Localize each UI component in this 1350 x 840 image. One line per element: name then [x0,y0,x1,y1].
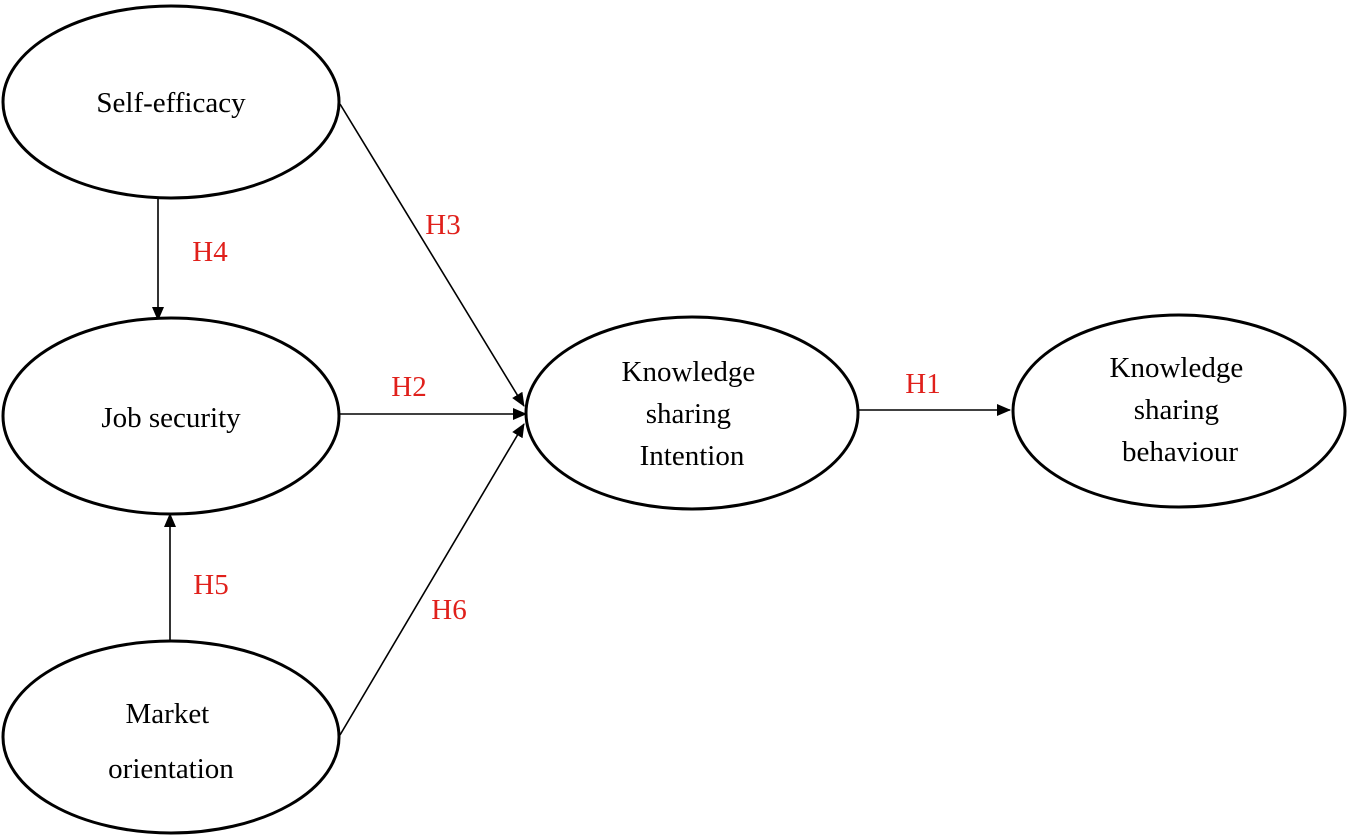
node-knowledge-sharing-intention-label: Knowledge sharing Intention [622,356,763,472]
node-job-security: Job security [1,316,341,516]
edge-label-h2: H2 [391,371,426,403]
node-knowledge-sharing-behaviour: Knowledge sharing behaviour [1011,313,1347,509]
node-knowledge-sharing-intention: Knowledge sharing Intention [524,315,860,511]
node-knowledge-sharing-behaviour-ellipse [1011,313,1347,509]
node-knowledge-sharing-behaviour-line-1: Knowledge [1110,352,1244,384]
edge-h3-line [339,103,525,407]
edge-labels-layer: H4 H3 H2 H1 H5 H6 [192,209,940,626]
node-self-efficacy-line-1: Self-efficacy [96,87,246,119]
node-knowledge-sharing-intention-line-1: Knowledge [622,356,756,388]
node-knowledge-sharing-behaviour-line-2: sharing [1134,394,1219,426]
node-self-efficacy-ellipse [1,4,341,200]
node-knowledge-sharing-intention-line-3: Intention [640,440,745,472]
edges-layer [152,103,1011,736]
node-market-orientation-line-1: Market [126,698,210,730]
edge-label-h4: H4 [192,236,228,268]
nodes-layer: Self-efficacy Job security Market orient… [1,4,1347,835]
node-market-orientation-label: Market orientation [108,698,234,785]
edge-label-h6: H6 [431,594,466,626]
edge-label-h5: H5 [193,569,228,601]
node-knowledge-sharing-intention-ellipse [524,315,860,511]
edge-h6-line [339,423,525,736]
node-knowledge-sharing-behaviour-label: Knowledge sharing behaviour [1110,352,1251,468]
node-market-orientation-line-2: orientation [108,753,234,785]
node-knowledge-sharing-intention-line-2: sharing [646,398,731,430]
node-self-efficacy-label: Self-efficacy [96,87,246,119]
node-knowledge-sharing-behaviour-line-3: behaviour [1122,436,1238,468]
node-self-efficacy: Self-efficacy [1,4,341,200]
node-market-orientation: Market orientation [1,639,341,835]
node-job-security-label: Job security [101,402,241,434]
edge-label-h3: H3 [425,209,460,241]
edge-label-h1: H1 [905,368,940,400]
node-market-orientation-ellipse [1,639,341,835]
node-job-security-ellipse [1,316,341,516]
node-job-security-line-1: Job security [101,402,241,434]
